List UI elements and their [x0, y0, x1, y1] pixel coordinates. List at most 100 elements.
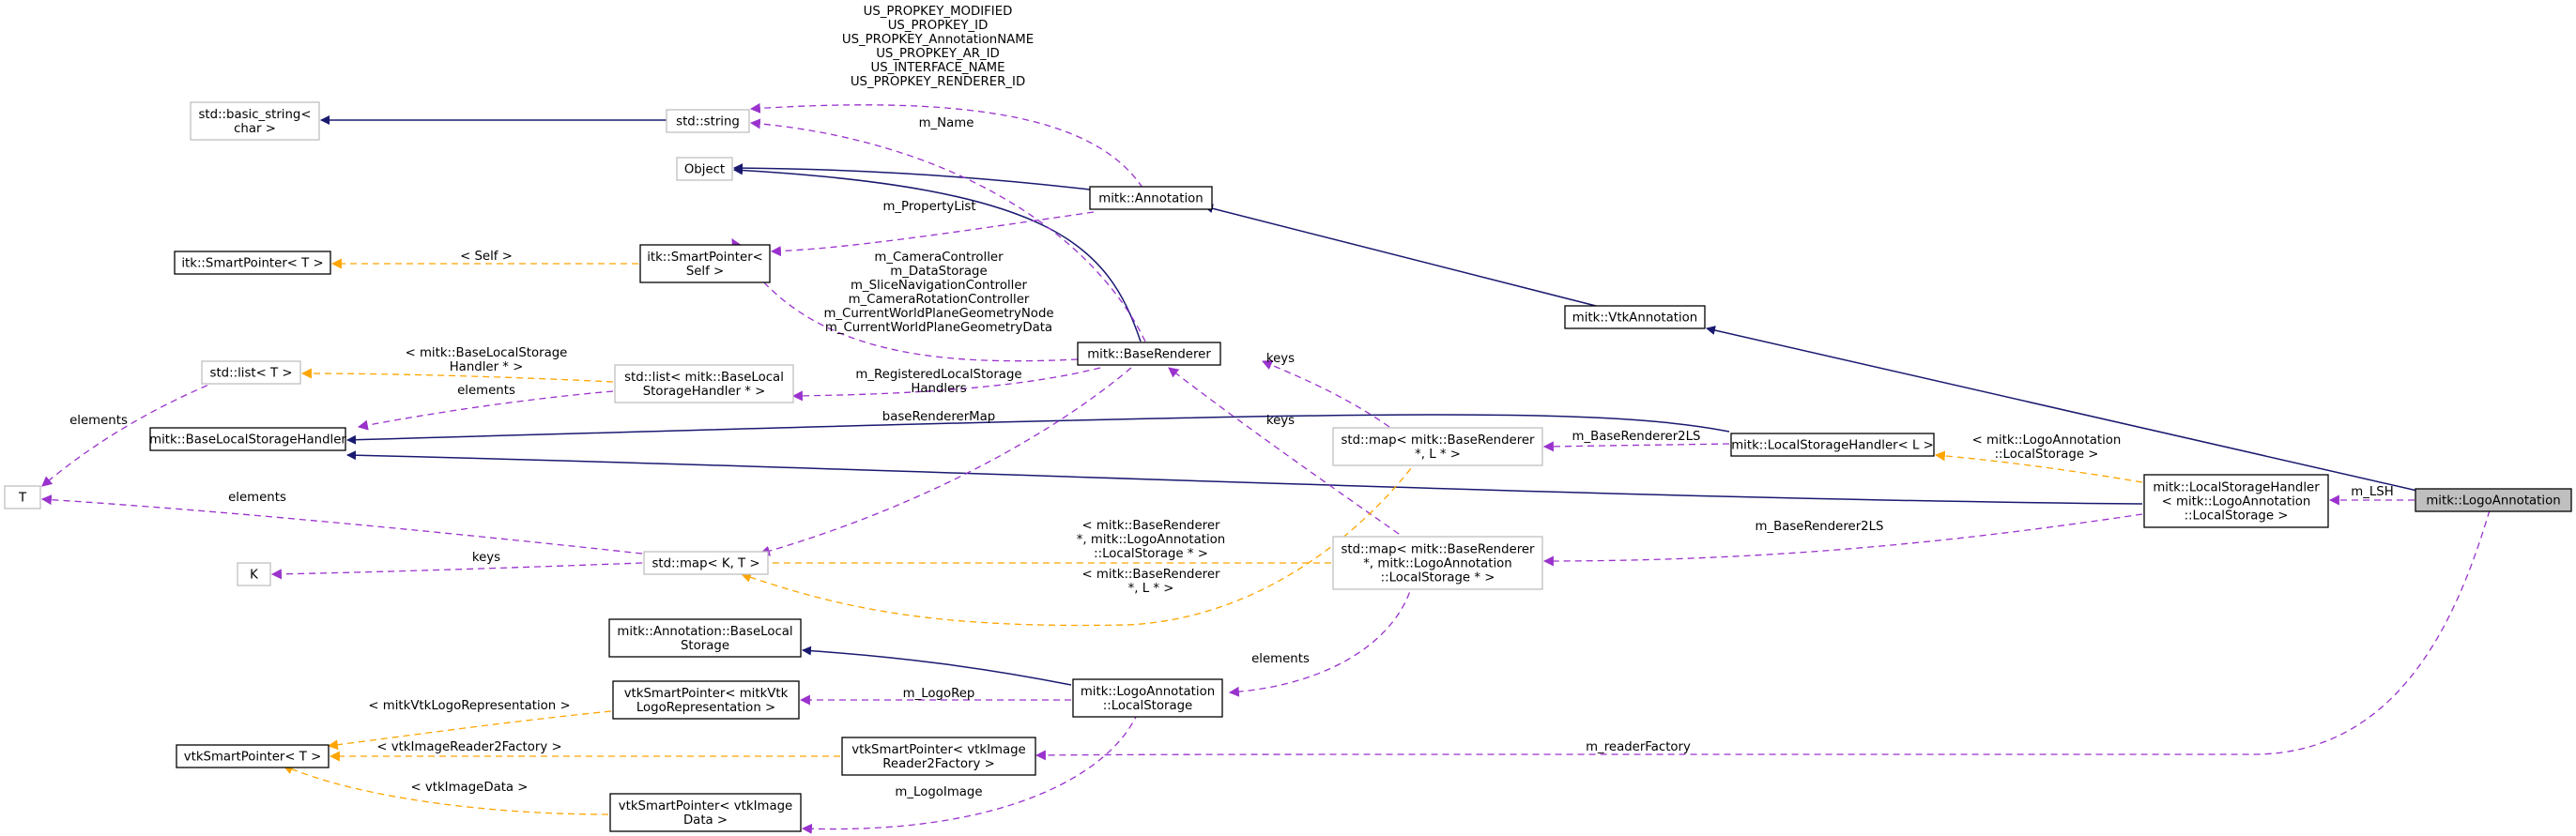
node-k[interactable]: K [237, 562, 271, 586]
edge-label-base-renderer-map: baseRendererMap [882, 410, 995, 424]
node-label: mitk::LogoAnnotation [2426, 494, 2560, 509]
edge-use-property-list [770, 211, 1095, 257]
node-itk-smart-pointer-t[interactable]: itk::SmartPointer< T > [174, 251, 331, 275]
node-std-map-k-t[interactable]: std::map< K, T > [643, 551, 769, 575]
node-label: vtkSmartPointer< vtkImage [851, 743, 1025, 757]
edge-inherit-logo-annotation-to-vtk-annotation [1706, 326, 2418, 492]
node-label: *, mitk::LogoAnnotation [1363, 557, 1511, 571]
node-base-renderer[interactable]: mitk::BaseRenderer [1077, 342, 1221, 366]
node-std-list-t[interactable]: std::list< T > [201, 360, 301, 385]
edge-label-line: keys [472, 551, 500, 565]
edge-label-line: m_CameraRotationController [849, 293, 1030, 307]
edge-label-line: m_LSH [2351, 485, 2393, 499]
node-label: < mitk::LogoAnnotation [2162, 495, 2311, 509]
node-label: ::LocalStorage [1103, 699, 1192, 713]
node-label: std::list< T > [210, 367, 293, 381]
node-label: itk::SmartPointer< T > [181, 257, 323, 271]
edge-use-elements-t [40, 494, 643, 555]
edge-label-m-base-renderer-2ls-a: m_BaseRenderer2LS [1572, 430, 1701, 444]
node-annotation[interactable]: mitk::Annotation [1089, 186, 1213, 210]
node-label: mitk::VtkAnnotation [1572, 312, 1697, 326]
node-vtk-sp-image-data[interactable]: vtkSmartPointer< vtkImageData > [609, 793, 802, 832]
edge-use-name [749, 118, 1146, 342]
edge-use-keys-k [270, 562, 643, 580]
edge-inherit-vtk-annotation-to-annotation [1204, 204, 1597, 307]
node-label: itk::SmartPointer< [647, 251, 763, 265]
node-std-map-base-renderer-l[interactable]: std::map< mitk::BaseRenderer*, L * > [1332, 427, 1543, 466]
edge-label-map-l-tmpl: < mitk::BaseRenderer*, L * > [1082, 568, 1220, 596]
node-local-storage-handler-l[interactable]: mitk::LocalStorageHandler< L > [1730, 433, 1935, 457]
edge-inherit-lsh-logo-to-base-lsh [346, 450, 2143, 505]
node-box [2415, 488, 2572, 512]
edge-label-us-props: US_PROPKEY_MODIFIEDUS_PROPKEY_IDUS_PROPK… [842, 5, 1034, 89]
node-box [676, 157, 733, 181]
edge-label-m-logo-image: m_LogoImage [895, 785, 982, 799]
edge-label-line: keys [1266, 414, 1295, 428]
node-vtk-sp-logo-rep[interactable]: vtkSmartPointer< mitkVtkLogoRepresentati… [612, 680, 800, 720]
edge-label-line: *, mitk::LogoAnnotation [1077, 533, 1225, 547]
edge-label-vtk-logo-rep-tmpl: < mitkVtkLogoRepresentation > [368, 699, 570, 713]
node-label: Data > [683, 813, 728, 828]
edge-use-elements-list-t [41, 380, 219, 487]
node-local-storage-handler-logo[interactable]: mitk::LocalStorageHandler< mitk::LogoAnn… [2143, 474, 2329, 528]
node-base-local-storage-handler[interactable]: mitk::BaseLocalStorageHandler [149, 427, 346, 451]
node-label: std::map< mitk::BaseRenderer [1341, 543, 1535, 557]
node-label: mitk::LocalStorageHandler [2153, 481, 2320, 495]
edge-label-line: m_LogoRep [903, 687, 975, 701]
node-vtk-sp-image-reader[interactable]: vtkSmartPointer< vtkImageReader2Factory … [841, 737, 1036, 776]
node-std-map-base-renderer-logo[interactable]: std::map< mitk::BaseRenderer*, mitk::Log… [1332, 536, 1543, 590]
node-label: std::list< mitk::BaseLocal [624, 371, 784, 385]
edge-label-line: keys [1266, 352, 1295, 366]
node-label: ::LocalStorage > [2185, 509, 2289, 524]
node-box [1564, 305, 1706, 329]
node-logo-local-storage[interactable]: mitk::LogoAnnotation::LocalStorage [1072, 678, 1223, 718]
node-box [237, 562, 271, 586]
edge-label-line: elements [1251, 652, 1310, 666]
node-itk-sp-self[interactable]: itk::SmartPointer<Self > [639, 244, 771, 283]
node-box [639, 244, 771, 283]
edge-label-m-name: m_Name [919, 116, 974, 130]
edge-label-line: < Self > [460, 250, 513, 264]
edge-use-elements-list [357, 390, 614, 431]
edge-tmpl-vtk-logo-rep [327, 710, 612, 751]
node-vtk-annotation[interactable]: mitk::VtkAnnotation [1564, 305, 1706, 329]
node-label: mitk::Annotation [1098, 192, 1203, 206]
node-annotation-base-local-storage[interactable]: mitk::Annotation::BaseLocalStorage [608, 618, 802, 658]
edge-label-line: m_PropertyList [882, 200, 975, 214]
edge-use-map-logo-from-lsh-logo [1542, 513, 2143, 567]
node-label: LogoRepresentation > [636, 701, 775, 715]
edge-label-line: Handler * > [450, 360, 524, 374]
edge-label-line: *, L * > [1128, 582, 1174, 596]
node-box [609, 793, 802, 832]
node-std-string[interactable]: std::string [666, 109, 750, 133]
node-box [174, 251, 331, 275]
node-label: vtkSmartPointer< mitkVtk [624, 687, 789, 701]
edge-use-reader-factory [1035, 509, 2491, 761]
node-box [201, 360, 301, 385]
node-t[interactable]: T [4, 485, 41, 509]
node-vtk-smart-pointer-t[interactable]: vtkSmartPointer< T > [176, 744, 330, 768]
edge-label-line: elements [228, 491, 286, 505]
node-logo-annotation[interactable]: mitk::LogoAnnotation [2415, 488, 2572, 512]
edge-label-line: m_BaseRenderer2LS [1572, 430, 1701, 444]
node-label: mitk::Annotation::BaseLocal [617, 625, 792, 639]
edge-label-line: ::LocalStorage > [1995, 448, 2099, 462]
edge-tmpl-base-local-storage [300, 368, 614, 383]
edge-label-m-reader-factory: m_readerFactory [1586, 740, 1691, 754]
node-label: std::basic_string< [198, 108, 311, 122]
node-label: mitk::LogoAnnotation [1081, 685, 1215, 699]
node-label: Self > [686, 265, 724, 279]
edge-label-line: US_PROPKEY_RENDERER_ID [851, 75, 1025, 89]
node-box [666, 109, 750, 133]
node-label: mitk::BaseLocalStorageHandler [149, 433, 346, 448]
edge-label-line: baseRendererMap [882, 410, 995, 424]
node-std-basic-string[interactable]: std::basic_string<char > [190, 101, 320, 141]
edge-label-m-base-renderer-2ls-b: m_BaseRenderer2LS [1756, 520, 1884, 534]
node-object[interactable]: Object [676, 157, 733, 181]
node-std-list-handler[interactable]: std::list< mitk::BaseLocalStorageHandler… [614, 364, 794, 403]
node-box [1332, 536, 1543, 590]
node-box [841, 737, 1036, 776]
node-box [608, 618, 802, 658]
edge-label-m-property-list: m_PropertyList [882, 200, 975, 214]
